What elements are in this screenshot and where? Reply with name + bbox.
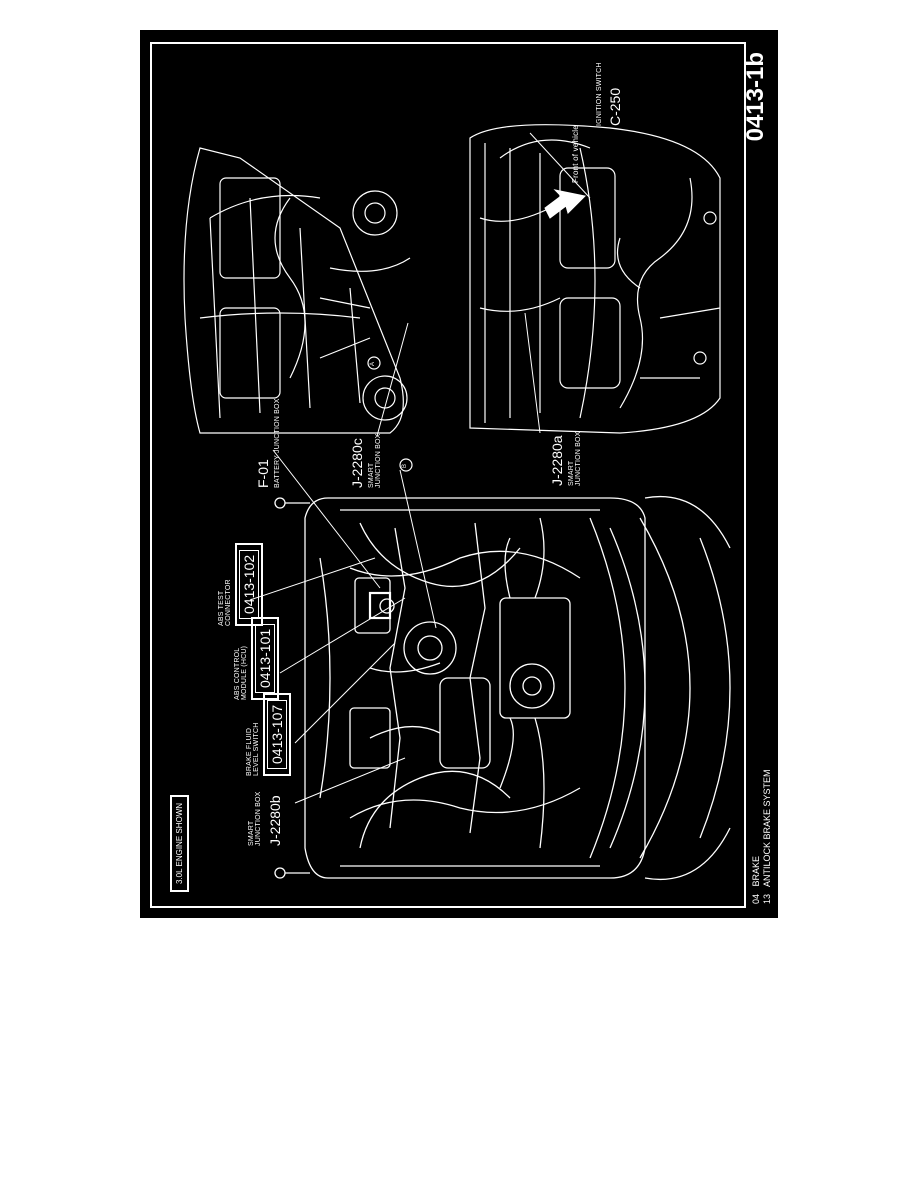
vehicle-interior-drawing bbox=[183, 147, 411, 434]
rotated-sheet: 3.0L ENGINE SHOWN SMART JUNCTION BOX J-2… bbox=[140, 30, 778, 918]
callout-j2280a-desc: SMART JUNCTION BOX bbox=[568, 431, 583, 486]
engine-leader-lines bbox=[249, 449, 437, 804]
callout-j2280a-code: J-2280a bbox=[549, 435, 565, 486]
footer-group-num: 13 bbox=[762, 893, 772, 904]
diagram-panel: 3.0L ENGINE SHOWN SMART JUNCTION BOX J-2… bbox=[140, 30, 778, 918]
callout-0413-101-code[interactable]: 0413-101 bbox=[251, 616, 279, 700]
engine-bay-drawing bbox=[274, 496, 731, 880]
instrument-panel-drawing bbox=[469, 124, 721, 434]
marker-b-circle bbox=[399, 458, 413, 472]
front-of-vehicle-label: Front of vehicle bbox=[571, 125, 580, 183]
marker-a: A bbox=[370, 361, 376, 366]
front-of-vehicle-arrow bbox=[544, 189, 587, 219]
engine-note: 3.0L ENGINE SHOWN bbox=[175, 802, 184, 884]
interior-leader-lines bbox=[376, 132, 591, 437]
callout-0413-107-desc: BRAKE FLUID LEVEL SWITCH bbox=[246, 722, 261, 777]
callout-j2280c-code: J-2280c bbox=[349, 438, 365, 488]
footer-group-name: ANTILOCK BRAKE SYSTEM bbox=[762, 769, 772, 887]
callout-j2280b-desc: SMART JUNCTION BOX bbox=[248, 791, 263, 846]
callout-0413-107-code[interactable]: 0413-107 bbox=[263, 692, 291, 776]
callout-f01-code: F-01 bbox=[255, 459, 271, 488]
callout-f01-desc: BATTERY JUNCTION BOX bbox=[274, 398, 281, 488]
footer-section-num: 04 bbox=[751, 893, 761, 904]
footer-group: 13 ANTILOCK BRAKE SYSTEM bbox=[762, 769, 773, 904]
callout-c250-code: C-250 bbox=[607, 87, 623, 126]
marker-b: B bbox=[402, 463, 408, 468]
page-code: 0413-1b bbox=[742, 52, 769, 142]
footer-section: 04 BRAKE bbox=[751, 855, 762, 904]
footer-section-name: BRAKE bbox=[751, 855, 761, 887]
callout-0413-102-desc: ABS TEST CONNECTOR bbox=[218, 579, 233, 626]
callout-j2280b-code: J-2280b bbox=[267, 795, 283, 846]
marker-a-circle bbox=[367, 356, 381, 370]
callout-j2280c-desc: SMART JUNCTION BOX bbox=[368, 433, 383, 488]
callout-c250-desc: IGNITION SWITCH bbox=[596, 62, 603, 126]
callout-0413-101-desc: ABS CONTROL MODULE (HCU) bbox=[234, 645, 249, 700]
callout-0413-102-code[interactable]: 0413-102 bbox=[235, 542, 263, 626]
engine-note-box: 3.0L ENGINE SHOWN bbox=[170, 794, 189, 892]
wiring-line-art bbox=[183, 124, 731, 880]
